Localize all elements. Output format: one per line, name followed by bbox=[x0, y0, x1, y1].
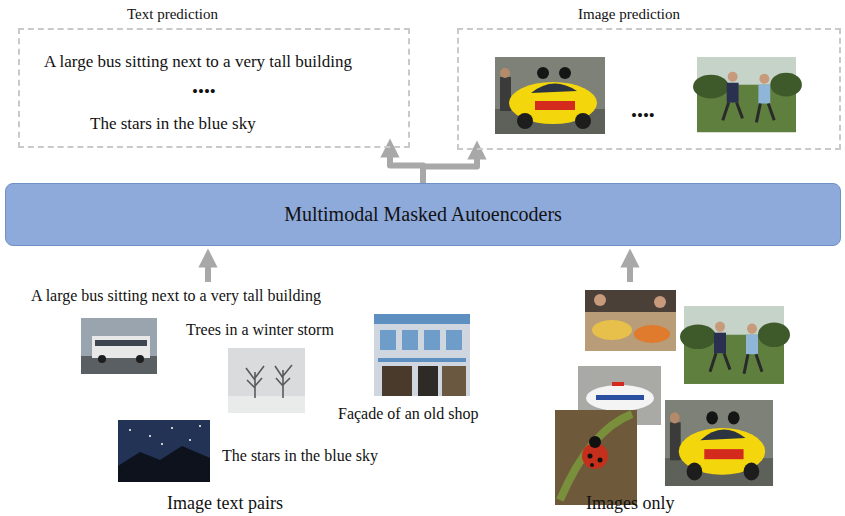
night-sky-photo bbox=[199, 425, 201, 427]
input-arrow bbox=[627, 258, 633, 282]
group-caption: Images only bbox=[586, 493, 674, 514]
box-text: •••• bbox=[631, 106, 655, 126]
image-caption: Trees in a winter storm bbox=[186, 321, 334, 339]
winter-photo bbox=[228, 396, 305, 413]
food-photo bbox=[585, 290, 676, 312]
food-photo bbox=[592, 320, 632, 340]
bus-photo bbox=[81, 318, 157, 374]
car-photo bbox=[665, 400, 773, 486]
bus-photo bbox=[81, 318, 157, 374]
bus-photo bbox=[92, 336, 150, 358]
winter-photo bbox=[228, 348, 305, 413]
ladybug-photo bbox=[555, 410, 637, 505]
runners-photo bbox=[680, 306, 790, 384]
image-caption: A large bus sitting next to a very tall … bbox=[31, 287, 321, 305]
shop-photo bbox=[402, 330, 418, 350]
night-sky-photo bbox=[118, 446, 210, 482]
shop-photo bbox=[378, 358, 466, 362]
shop-photo bbox=[418, 366, 438, 396]
night-sky-photo bbox=[118, 420, 210, 482]
bus-photo bbox=[95, 340, 147, 346]
prediction-box: Image prediction•••• bbox=[457, 28, 841, 150]
night-sky-photo bbox=[149, 435, 151, 437]
image-caption: The stars in the blue sky bbox=[222, 447, 378, 465]
shop-photo bbox=[374, 314, 470, 396]
night-sky-photo bbox=[118, 420, 210, 482]
box-text: A large bus sitting next to a very tall … bbox=[44, 52, 352, 72]
ladybug-photo bbox=[598, 458, 603, 463]
ladybug-photo bbox=[555, 410, 637, 505]
police-car-photo bbox=[612, 382, 624, 386]
shop-photo bbox=[380, 330, 396, 350]
night-sky-photo bbox=[161, 443, 163, 445]
food-photo bbox=[594, 294, 606, 306]
shop-photo bbox=[374, 314, 470, 324]
box-text: The stars in the blue sky bbox=[90, 114, 256, 134]
image-caption: Façade of an old shop bbox=[338, 405, 478, 423]
winter-photo bbox=[228, 348, 305, 413]
food-photo bbox=[585, 290, 676, 351]
shop-photo bbox=[382, 366, 412, 396]
car-photo bbox=[495, 57, 605, 134]
ladybug-photo bbox=[590, 463, 594, 467]
shop-photo bbox=[374, 314, 470, 396]
box-text: Multimodal Masked Autoencoders bbox=[284, 203, 562, 226]
food-photo bbox=[634, 325, 670, 343]
shop-photo bbox=[446, 330, 462, 350]
group-caption: Image text pairs bbox=[167, 493, 283, 514]
food-photo bbox=[585, 290, 676, 351]
police-car-photo bbox=[586, 385, 654, 411]
box-heading: Image prediction bbox=[578, 6, 680, 23]
ladybug-photo bbox=[560, 414, 632, 500]
shop-photo bbox=[442, 366, 466, 396]
box-heading: Text prediction bbox=[127, 6, 218, 23]
runners-photo bbox=[693, 57, 802, 132]
prediction-box: Text predictionA large bus sitting next … bbox=[18, 28, 410, 148]
bus-photo bbox=[98, 355, 106, 363]
night-sky-photo bbox=[189, 439, 191, 441]
model-band: Multimodal Masked Autoencoders bbox=[5, 183, 841, 246]
ladybug-photo bbox=[588, 454, 593, 459]
winter-photo bbox=[275, 365, 292, 398]
bus-photo bbox=[136, 355, 144, 363]
police-car-photo bbox=[596, 395, 644, 400]
shop-photo bbox=[424, 330, 440, 350]
input-arrow bbox=[205, 258, 211, 282]
winter-photo bbox=[246, 366, 264, 398]
ladybug-photo bbox=[589, 436, 601, 448]
night-sky-photo bbox=[129, 429, 131, 431]
bus-photo bbox=[81, 356, 157, 374]
output-arrow bbox=[423, 150, 477, 183]
box-text: •••• bbox=[192, 82, 216, 102]
night-sky-photo bbox=[171, 427, 173, 429]
food-photo bbox=[654, 296, 666, 308]
output-arrow bbox=[390, 148, 423, 183]
